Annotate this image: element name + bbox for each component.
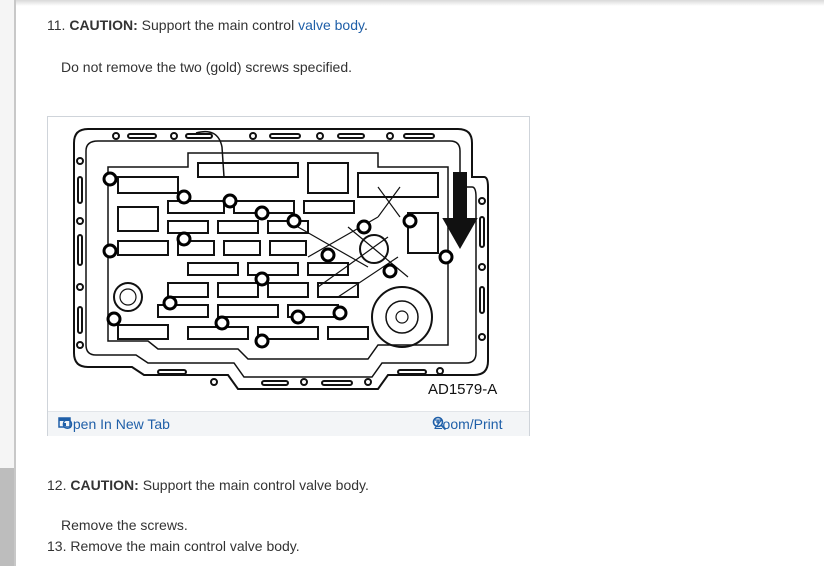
screw-marker <box>214 315 230 331</box>
screw-marker <box>102 243 118 259</box>
screw-marker <box>162 295 178 311</box>
valve-body-link[interactable]: valve body <box>298 17 364 33</box>
step-11-note: Do not remove the two (gold) screws spec… <box>61 59 353 75</box>
zoom-print-label: Zoom/Print <box>434 416 503 432</box>
zoom-print-button[interactable]: Zoom/Print <box>432 416 502 432</box>
open-in-new-tab-label: Open In New Tab <box>62 416 170 432</box>
left-panel-border <box>0 0 16 566</box>
step-number: 13. <box>47 538 67 554</box>
screw-marker <box>382 263 398 279</box>
screw-marker <box>290 309 306 325</box>
valve-body-figure: AD1579-A Open In New Tab Zoom/Print <box>47 116 530 436</box>
screw-marker <box>222 193 238 209</box>
caution-text: Support the main control valve body. <box>142 477 369 493</box>
step-11: 11. CAUTION: Support the main control va… <box>47 16 368 34</box>
screw-marker <box>332 305 348 321</box>
screw-marker <box>320 247 336 263</box>
step-number: 11. <box>47 17 66 33</box>
screw-marker <box>254 271 270 287</box>
step-13: 13. Remove the main control valve body. <box>47 537 300 555</box>
step-text: Remove the main control valve body. <box>70 538 300 554</box>
caution-label: CAUTION: <box>69 17 138 33</box>
screw-marker <box>176 231 192 247</box>
screw-marker <box>286 213 302 229</box>
step-number: 12. <box>47 477 67 493</box>
figure-label: AD1579-A <box>428 381 497 398</box>
screw-marker <box>254 333 270 349</box>
screw-marker <box>106 311 122 327</box>
screw-marker <box>102 171 118 187</box>
step-12-note: Remove the screws. <box>61 517 188 533</box>
caution-end: . <box>363 17 368 33</box>
left-scrollbar[interactable] <box>0 468 14 566</box>
figure-footer: Open In New Tab Zoom/Print <box>48 411 529 436</box>
caution-label: CAUTION: <box>70 477 139 493</box>
valve-body-diagram: AD1579-A <box>73 128 497 398</box>
top-shadow <box>16 0 824 6</box>
step-12: 12. CAUTION: Support the main control va… <box>47 476 369 494</box>
open-in-new-tab-button[interactable]: Open In New Tab <box>58 416 170 432</box>
screw-marker <box>438 249 454 265</box>
screw-marker <box>254 205 270 221</box>
screw-marker <box>176 189 192 205</box>
screw-marker <box>356 219 372 235</box>
caution-text: Support the main control <box>141 17 295 33</box>
screw-marker <box>402 213 418 229</box>
